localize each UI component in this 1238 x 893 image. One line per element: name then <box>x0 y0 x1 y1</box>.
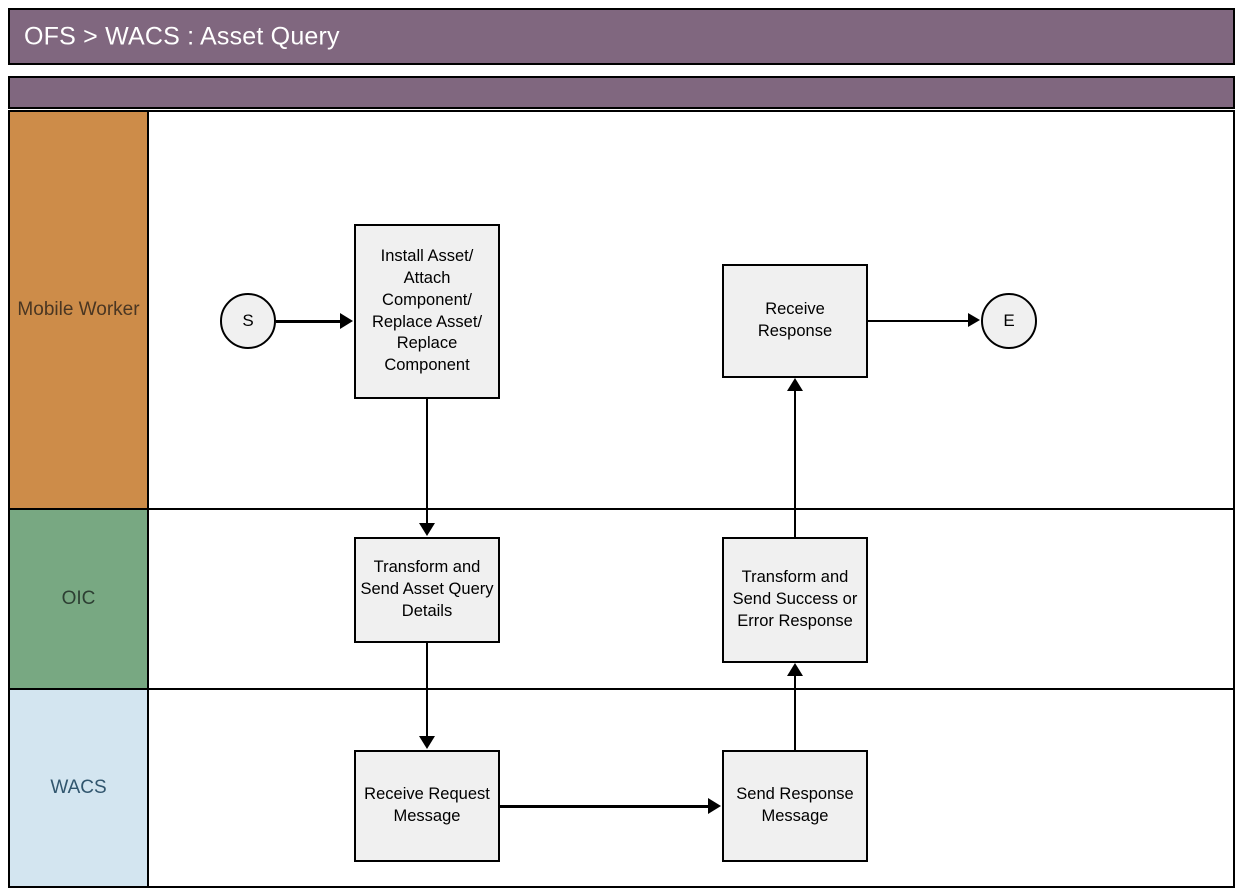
connector-receive-response-to-end <box>868 320 968 322</box>
transform-send-asset-query-task[interactable]: Transform and Send Asset Query Details <box>354 537 500 643</box>
end-event[interactable]: E <box>981 293 1037 349</box>
transform-send-asset-query-task-label: Transform and Send Asset Query Details <box>360 558 494 620</box>
transform-send-response-task[interactable]: Transform and Send Success or Error Resp… <box>722 537 868 663</box>
receive-response-task-label: Receive Response <box>757 300 833 340</box>
arrowhead-transform-query-to-receive-request <box>418 736 435 749</box>
page-title: OFS > WACS : Asset Query <box>24 22 340 50</box>
lane-header-mobile-worker: Mobile Worker <box>10 112 149 508</box>
connector-transform-query-to-receive-request <box>425 643 428 736</box>
start-event[interactable]: S <box>220 293 276 349</box>
diagram-title-bar: OFS > WACS : Asset Query <box>8 8 1235 65</box>
arrowhead-receive-request-to-send-response <box>708 798 721 814</box>
lane-label-oic: OIC <box>61 588 96 610</box>
arrowhead-transform-response-to-receive-response <box>786 378 803 391</box>
connector-receive-request-to-send-response <box>500 805 708 808</box>
arrowhead-start-to-install <box>340 313 353 329</box>
lane-oic: OIC <box>10 510 1233 690</box>
send-response-message-task-label: Send Response Message <box>736 785 854 825</box>
lane-header-oic: OIC <box>10 510 149 688</box>
lane-label-mobile-worker: Mobile Worker <box>17 299 140 321</box>
send-response-message-task[interactable]: Send Response Message <box>722 750 868 862</box>
install-asset-task-label: Install Asset/ Attach Component/ Replace… <box>371 246 483 375</box>
connector-install-to-transform-query <box>425 399 428 523</box>
lane-mobile-worker: Mobile Worker <box>10 112 1233 510</box>
swimlane-pool: Mobile Worker OIC WACS <box>8 110 1235 888</box>
receive-response-task[interactable]: Receive Response <box>722 264 868 378</box>
lane-body-wacs <box>149 690 1233 886</box>
end-event-label: E <box>1003 311 1015 330</box>
connector-start-to-install <box>276 320 340 323</box>
install-asset-task[interactable]: Install Asset/ Attach Component/ Replace… <box>354 224 500 399</box>
lane-body-mobile-worker <box>149 112 1233 508</box>
diagram-subtitle-bar <box>8 76 1235 109</box>
arrowhead-send-response-to-transform-response <box>786 663 803 676</box>
lane-label-wacs: WACS <box>50 777 107 799</box>
arrowhead-install-to-transform-query <box>418 523 435 536</box>
arrowhead-receive-response-to-end <box>968 313 980 327</box>
receive-request-message-task-label: Receive Request Message <box>364 785 490 825</box>
connector-transform-response-to-receive-response <box>793 391 796 537</box>
connector-send-response-to-transform-response <box>793 676 796 750</box>
lane-header-wacs: WACS <box>10 690 149 886</box>
transform-send-response-task-label: Transform and Send Success or Error Resp… <box>732 568 858 630</box>
start-event-label: S <box>242 311 254 330</box>
lane-body-oic <box>149 510 1233 688</box>
lane-wacs: WACS <box>10 690 1233 886</box>
receive-request-message-task[interactable]: Receive Request Message <box>354 750 500 862</box>
